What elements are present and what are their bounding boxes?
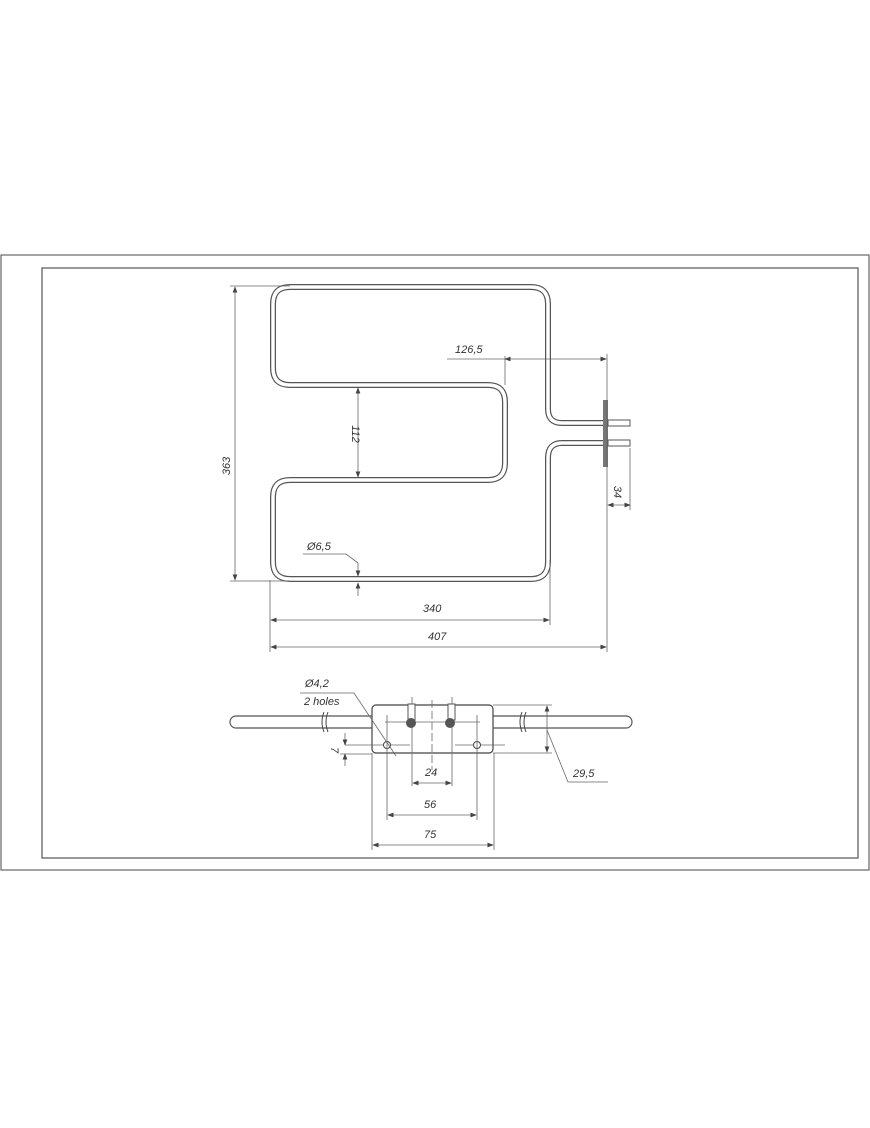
mounting-flange [603, 400, 608, 467]
loop-gap-label: 112 [349, 425, 361, 443]
terminal-bottom [607, 439, 631, 447]
dimension-24: 24 [412, 767, 452, 786]
dimension-340: 340 [269, 560, 551, 652]
plate-height-label: 29,5 [572, 768, 595, 780]
terminal-label: 34 [611, 486, 623, 498]
dimension-126-5: 126,5 [447, 344, 608, 652]
dimension-407: 407 [270, 631, 607, 650]
dimension-363: 363 [221, 285, 290, 582]
terminal-top [607, 419, 631, 427]
hole-spacing-label: 56 [424, 799, 437, 811]
inner-offset-label: 126,5 [455, 344, 483, 356]
hole-offset-label: 7 [328, 747, 340, 754]
inner-width-label: 340 [423, 603, 442, 615]
dimension-7: 7 [328, 733, 372, 766]
heating-element-front-view [270, 284, 631, 582]
dimension-diameter-6-5: Ø6,5 [303, 541, 361, 596]
hole-diameter-label: Ø4,2 [304, 678, 329, 690]
height-label: 363 [221, 456, 233, 475]
plate-width-label: 75 [424, 829, 437, 841]
dimension-56: 56 [386, 715, 478, 820]
stud-nut-left [406, 718, 416, 728]
outer-frame [0, 254, 870, 871]
tube-diameter-label: Ø6,5 [306, 541, 332, 553]
inner-frame [41, 267, 859, 859]
hole-count-label: 2 holes [303, 696, 340, 708]
dimension-34: 34 [607, 448, 631, 510]
dimension-112: 112 [349, 387, 361, 478]
dimension-29-5: 29,5 [493, 704, 608, 783]
mounting-plate [371, 704, 494, 754]
stud-nut-right [445, 718, 455, 728]
stud-spacing-label: 24 [424, 767, 437, 779]
dimension-hole-diameter: Ø4,2 2 holes [300, 678, 397, 757]
stud-right [447, 703, 456, 721]
stud-left [407, 703, 416, 721]
overall-width-label: 407 [428, 631, 447, 643]
dimension-75: 75 [371, 753, 495, 850]
heating-element-bottom-view [229, 697, 633, 786]
